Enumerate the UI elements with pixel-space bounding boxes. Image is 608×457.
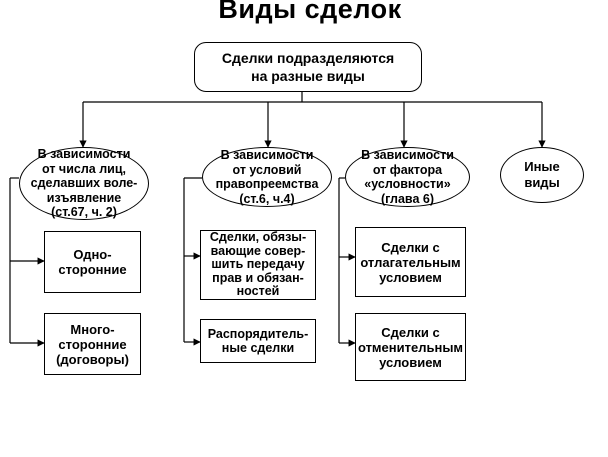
item-resolutive-condition: Сделки с отменительным условием bbox=[355, 313, 466, 381]
diagram-title: Виды сделок bbox=[218, 0, 402, 24]
category-parties: В зависимости от числа лиц, сделавших во… bbox=[19, 147, 149, 220]
category-succession: В зависимости от условий правопреемства … bbox=[202, 147, 332, 207]
item-multilateral: Много- сторонние (договоры) bbox=[44, 313, 141, 375]
item-disposal: Распорядитель- ные сделки bbox=[200, 319, 316, 363]
category-other: Иные виды bbox=[500, 147, 584, 203]
item-transfer-obligation: Сделки, обязы- вающие совер- шить переда… bbox=[200, 230, 316, 300]
item-suspensive-condition: Сделки с отлагательным условием bbox=[355, 227, 466, 297]
root-box: Сделки подразделяются на разные виды bbox=[194, 42, 422, 92]
category-condition: В зависимости от фактора «условности» (г… bbox=[345, 147, 470, 207]
item-unilateral: Одно- сторонние bbox=[44, 231, 141, 293]
